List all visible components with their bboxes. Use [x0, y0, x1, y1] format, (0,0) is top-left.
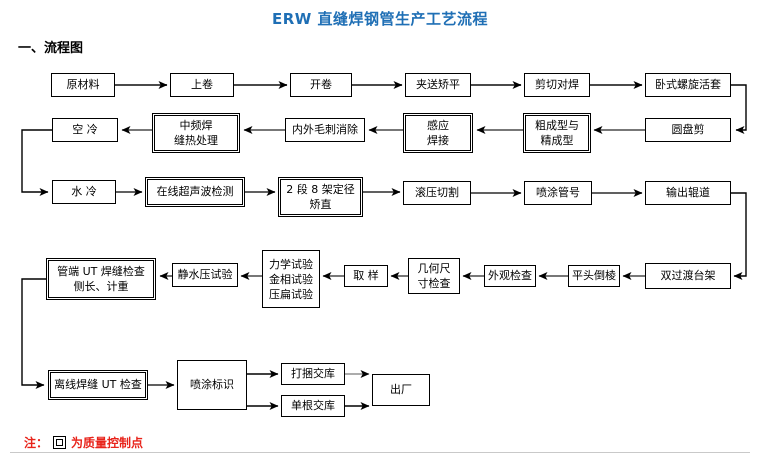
flow-node-qc[interactable]: 感应 焊接	[403, 113, 473, 153]
flow-node[interactable]: 几何尺 寸检查	[408, 258, 460, 294]
flow-node[interactable]: 喷涂管号	[524, 181, 592, 205]
flow-node[interactable]: 喷涂标识	[177, 360, 247, 410]
flow-node[interactable]: 上卷	[170, 73, 234, 97]
flow-node[interactable]: 力学试验 金相试验 压扁试验	[262, 250, 320, 308]
flow-node-qc[interactable]: 管端 UT 焊缝检查 侧长、计重	[46, 258, 156, 300]
flow-node[interactable]: 输出辊道	[645, 181, 731, 205]
flow-node[interactable]: 打捆交库	[281, 363, 345, 385]
footer-divider	[10, 452, 750, 453]
flow-node[interactable]: 夹送矫平	[405, 73, 471, 97]
flow-node-qc[interactable]: 在线超声波检测	[145, 177, 245, 207]
flow-node[interactable]: 静水压试验	[172, 263, 238, 287]
page-title: ERW 直缝焊钢管生产工艺流程	[271, 10, 489, 28]
flow-node-qc[interactable]: 离线焊缝 UT 检查	[48, 370, 148, 400]
flow-node[interactable]: 开卷	[290, 73, 352, 97]
flow-node[interactable]: 外观检查	[484, 265, 536, 287]
flow-node[interactable]: 滚压切割	[403, 181, 471, 205]
flow-node[interactable]: 取 样	[344, 265, 388, 287]
flow-node-qc[interactable]: 粗成型与 精成型	[523, 113, 591, 153]
flow-node[interactable]: 水 冷	[52, 180, 116, 204]
flow-node[interactable]: 内外毛刺消除	[285, 118, 365, 142]
flow-node-qc[interactable]: 中频焊 缝热处理	[152, 113, 240, 153]
flow-node[interactable]: 卧式螺旋活套	[645, 73, 731, 97]
flow-node[interactable]: 剪切对焊	[524, 73, 590, 97]
flow-node[interactable]: 双过渡台架	[645, 263, 731, 289]
quality-control-point-icon	[53, 436, 67, 449]
flow-node[interactable]: 单根交库	[281, 395, 345, 417]
flow-node[interactable]: 出厂	[372, 374, 430, 406]
legend-note-suffix: 为质量控制点	[71, 436, 144, 450]
section-heading: 一、流程图	[18, 41, 84, 56]
flow-node[interactable]: 圆盘剪	[645, 118, 731, 142]
legend-note-prefix: 注：	[24, 436, 49, 450]
flow-node[interactable]: 空 冷	[52, 118, 118, 142]
flow-node-qc[interactable]: 2 段 8 架定径 矫直	[278, 177, 363, 217]
flow-node[interactable]: 平头倒棱	[568, 265, 620, 287]
flow-node[interactable]: 原材料	[51, 73, 115, 97]
legend-note: 注： 为质量控制点	[24, 434, 143, 451]
